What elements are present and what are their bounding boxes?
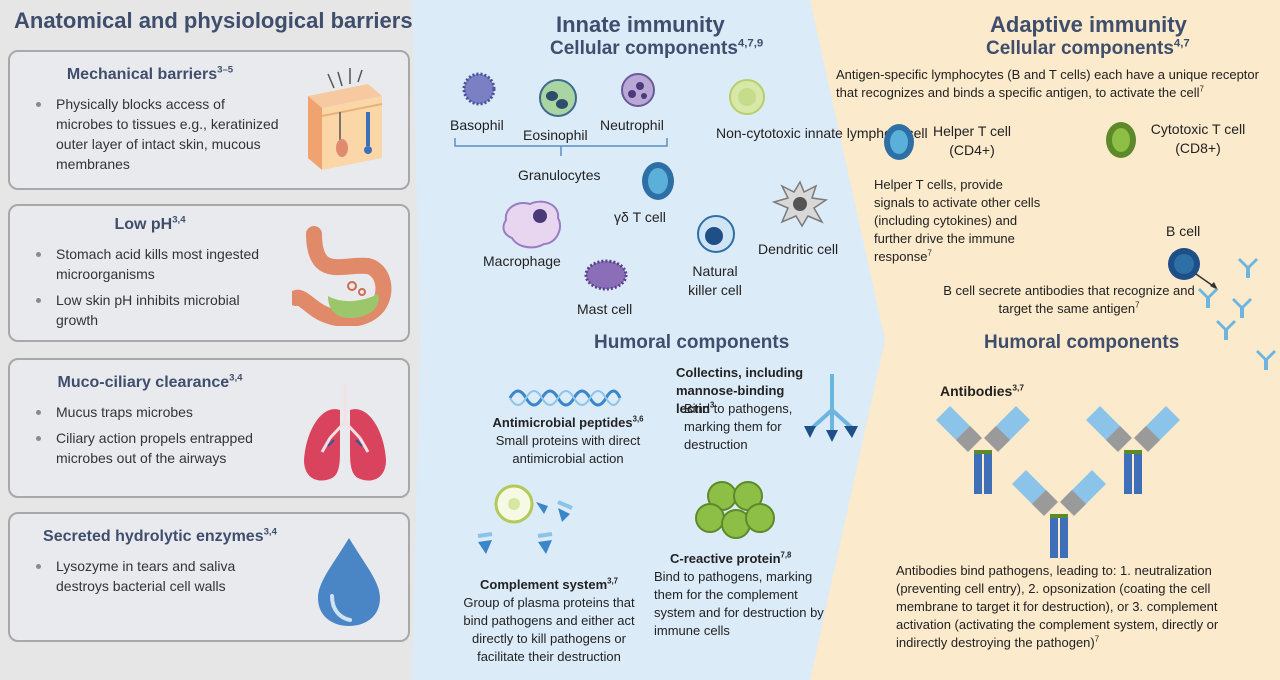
innate-cellular-title: Cellular components4,7,9 <box>550 37 764 59</box>
amp-title: Antimicrobial peptides3,6 <box>492 414 644 430</box>
dendritic-cell-icon <box>771 180 829 228</box>
nk-cell-icon <box>697 215 735 253</box>
dendritic-cell-label: Dendritic cell <box>758 241 839 257</box>
granulocytes-bracket <box>454 138 668 156</box>
gamma-delta-t-cell-icon <box>642 162 674 200</box>
c-reactive-protein-icon <box>695 481 775 539</box>
card-low-ph: Low pH3,4 Stomach acid kills most ingest… <box>8 204 410 342</box>
b-cell-desc: B cell secrete antibodies that recognize… <box>943 283 1195 316</box>
amp-desc: Small proteins with direct antimicrobial… <box>495 433 641 466</box>
cytotoxic-t-cell-icon <box>1106 122 1136 158</box>
card-bullet: Ciliary action propels entrapped microbe… <box>32 428 282 468</box>
adaptive-intro: Antigen-specific lymphocytes (B and T ce… <box>836 67 1259 100</box>
card-bullet: Stomach acid kills most ingested microor… <box>32 244 282 284</box>
basophil-label: Basophil <box>450 117 504 133</box>
macrophage-label: Macrophage <box>483 253 561 269</box>
stomach-icon <box>292 226 392 326</box>
helper-desc: Helper T cells, provide signals to activ… <box>874 177 1041 264</box>
card-title: Secreted hydrolytic enzymes3,4 <box>43 526 277 545</box>
card-muco-ciliary: Muco-ciliary clearance3,4 Mucus traps mi… <box>8 358 410 498</box>
card-mechanical-barriers: Mechanical barriers3–5 Physically blocks… <box>8 50 410 190</box>
antibody-shape <box>936 406 1030 494</box>
collectins-title: Collectins, including mannose-binding le… <box>676 365 804 416</box>
basophil-icon <box>462 72 496 106</box>
antibodies-desc: Antibodies bind pathogens, leading to: 1… <box>896 563 1219 650</box>
card-bullet: Lysozyme in tears and saliva destroys ba… <box>32 556 292 596</box>
crp-title: C-reactive protein7,8 <box>670 550 792 566</box>
eosinophil-icon <box>539 79 577 117</box>
innate-title: Innate immunity <box>556 12 725 37</box>
b-cell-label: B cell <box>1166 223 1201 239</box>
antibodies-icon <box>936 406 1180 558</box>
lungs-icon <box>304 384 386 481</box>
collectin-icon <box>804 374 858 442</box>
neutrophil-label: Neutrophil <box>600 117 664 133</box>
adaptive-cellular-title: Cellular components4,7 <box>986 37 1190 59</box>
adaptive-title: Adaptive immunity <box>990 12 1187 37</box>
card-title: Muco-ciliary clearance3,4 <box>57 372 243 391</box>
card-title: Mechanical barriers3–5 <box>66 64 234 83</box>
collectins-desc: Bind to pathogens, marking them for dest… <box>684 401 793 452</box>
mast-cell-icon <box>584 259 628 291</box>
adaptive-panel <box>810 0 1280 680</box>
granulocytes-label: Granulocytes <box>518 167 601 183</box>
mast-cell-label: Mast cell <box>577 301 633 317</box>
complement-title: Complement system3,7 <box>480 576 618 592</box>
card-bullet: Low skin pH inhibits microbial growth <box>32 290 282 330</box>
nk-cell-label: Natural killer cell <box>688 263 742 298</box>
barriers-title: Anatomical and physiological barriers <box>14 8 413 33</box>
card-hydrolytic-enzymes: Secreted hydrolytic enzymes3,4 Lysozyme … <box>8 512 410 642</box>
antibodies-title: Antibodies3,7 <box>940 382 1024 399</box>
ilc-icon <box>729 79 765 115</box>
card-title: Low pH3,4 <box>114 214 186 233</box>
skin-icon <box>308 68 383 170</box>
eosinophil-label: Eosinophil <box>523 127 588 143</box>
card-bullet: Physically blocks access of microbes to … <box>32 94 282 174</box>
card-bullet: Mucus traps microbes <box>32 402 282 422</box>
neutrophil-icon <box>621 73 655 107</box>
antibody-cluster-icon <box>1198 258 1276 370</box>
complement-desc: Group of plasma proteins that bind patho… <box>463 595 635 664</box>
macrophage-icon <box>502 200 562 249</box>
ilc-label: Non-cytotoxic innate lymphoid cell <box>716 125 928 141</box>
gamma-delta-t-cell-label: γδ T cell <box>614 209 666 225</box>
innate-humoral-title: Humoral components <box>594 332 790 353</box>
adaptive-humoral-title: Humoral components <box>984 332 1180 353</box>
antimicrobial-peptides-icon <box>508 389 622 407</box>
drop-icon <box>318 538 380 626</box>
cytotoxic-t-cell-label: Cytotoxic T cell (CD8+) <box>1150 121 1246 156</box>
crp-desc: Bind to pathogens, marking them for the … <box>654 569 824 638</box>
complement-system-icon <box>477 484 573 554</box>
helper-t-cell-icon <box>884 124 914 160</box>
helper-t-cell-label: Helper T cell (CD4+) <box>932 123 1012 158</box>
